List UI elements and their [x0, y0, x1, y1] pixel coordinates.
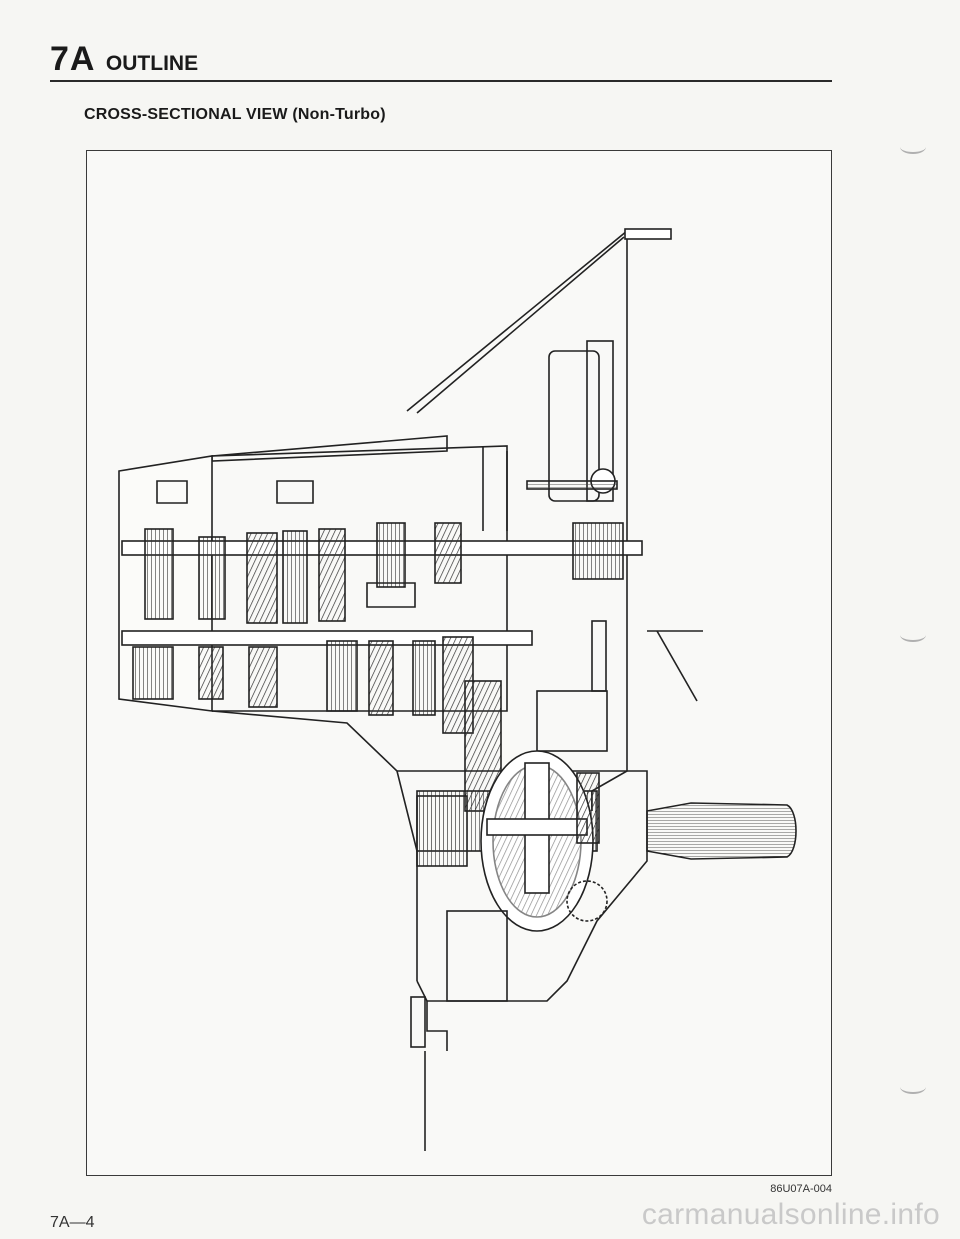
figure-code: 86U07A-004 [770, 1183, 832, 1195]
figure-frame [86, 150, 832, 1176]
binder-mark [900, 628, 926, 642]
section-heading: 7A OUTLINE [50, 40, 198, 79]
page-number: 7A—4 [50, 1214, 95, 1231]
transaxle-cross-section-illustration [118, 228, 797, 1151]
binder-mark [900, 140, 926, 154]
view-title: CROSS-SECTIONAL VIEW (Non-Turbo) [84, 106, 386, 123]
binder-mark [900, 1080, 926, 1094]
section-code: 7A [50, 40, 96, 78]
watermark: carmanualsonline.info [641, 1198, 940, 1231]
section-title: OUTLINE [105, 52, 199, 75]
header-rule [50, 80, 832, 82]
